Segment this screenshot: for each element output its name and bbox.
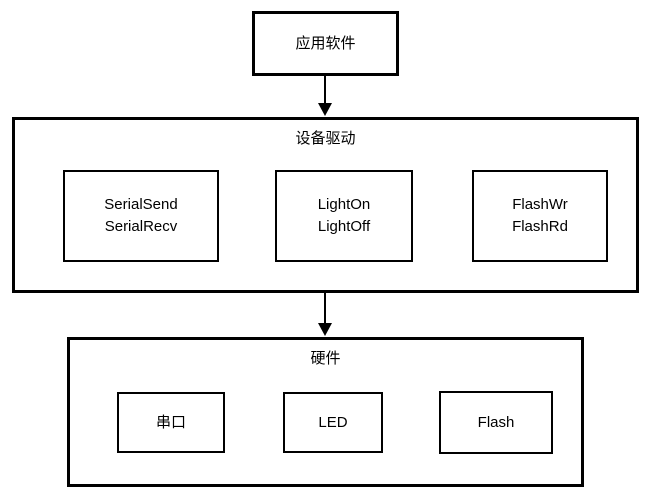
flash-box: Flash [439, 391, 553, 454]
arrow-down-icon [318, 323, 332, 336]
serial-send-label: SerialSend [104, 196, 178, 214]
device-driver-label: 设备驱动 [295, 130, 356, 147]
serial-port-box: 串口 [117, 392, 225, 453]
hardware-label: 硬件 [310, 350, 341, 367]
light-on-label: LightOn [317, 196, 371, 214]
serial-port-label: 串口 [155, 413, 186, 431]
app-software-box: 应用软件 [252, 11, 399, 76]
led-label: LED [318, 413, 348, 431]
arrow-app-to-driver-line [324, 76, 326, 104]
light-driver-box: LightOn LightOff [275, 170, 413, 262]
flash-read-label: FlashRd [512, 218, 568, 235]
led-box: LED [283, 392, 383, 453]
app-software-label: 应用软件 [295, 34, 356, 52]
flash-driver-box: FlashWr FlashRd [472, 170, 608, 262]
arrow-driver-to-hardware-line [324, 293, 326, 324]
serial-recv-label: SerialRecv [104, 218, 178, 235]
flash-write-label: FlashWr [512, 196, 568, 214]
light-off-label: LightOff [317, 218, 371, 235]
serial-driver-box: SerialSend SerialRecv [63, 170, 219, 262]
flash-label: Flash [477, 413, 515, 431]
arrow-down-icon [318, 103, 332, 116]
